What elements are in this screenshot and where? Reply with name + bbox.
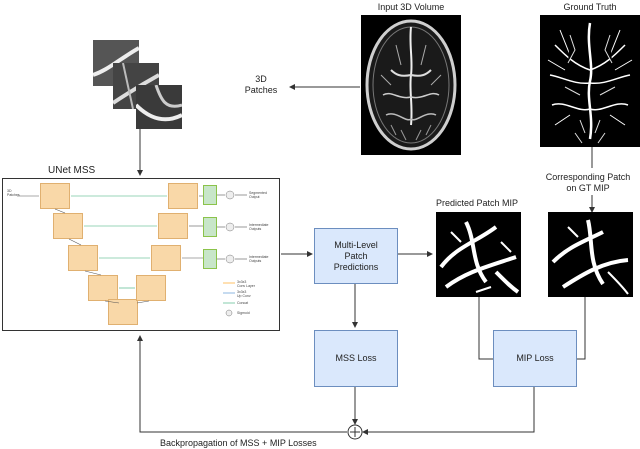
unet-legend-conv: 3x3x3 Conv Layer [237,280,255,288]
unet-input-label: 3D Patches [7,189,20,197]
unet-mss-panel: 3D Patches [2,178,280,331]
unet-legend-concat: Concat [237,301,249,305]
unet-output-label-1: Segmented Output [249,191,267,199]
unet-internal-wires [17,190,247,317]
unet-legend-upconv: 3x3x3 Up Conv [237,290,251,298]
input-volume-label: Input 3D Volume [377,2,445,12]
output-conv-3 [203,249,217,269]
encoder-block-2 [53,213,83,239]
patch-image-3 [136,85,182,129]
unet-output-label-3: Intermediate Outputs [249,255,269,263]
patches-3d-label: 3D Patches [244,74,278,95]
predicted-patch-mip-label: Predicted Patch MIP [436,198,519,208]
multi-level-predictions-box: Multi-Level Patch Predictions [314,228,398,284]
ground-truth-label: Ground Truth [563,2,617,12]
output-conv-2 [203,217,217,237]
decoder-block-3 [151,245,181,271]
encoder-block-4 [88,275,118,301]
decoder-block-1 [168,183,198,209]
bottleneck-block [108,299,138,325]
mss-loss-box: MSS Loss [314,330,398,387]
decoder-block-2 [158,213,188,239]
decoder-block-4 [136,275,166,301]
backprop-label: Backpropagation of MSS + MIP Losses [160,438,317,448]
predicted-patch-mip-image [436,212,521,297]
encoder-block-3 [68,245,98,271]
unet-legend-sigmoid: Sigmoid [237,311,250,315]
gt-patch-mip-image [548,212,633,297]
ground-truth-image [540,15,640,147]
corresponding-patch-label: Corresponding Patch on GT MIP [545,172,631,193]
output-conv-1 [203,185,217,205]
arrow-miploss-to-sum [362,387,535,435]
unet-mss-label: UNet MSS [48,165,96,176]
unet-output-label-2: Intermediate Outputs [249,223,269,231]
input-volume-image [361,15,461,155]
arrow-backprop [137,335,347,433]
mip-loss-box: MIP Loss [493,330,577,387]
encoder-block-1 [40,183,70,209]
